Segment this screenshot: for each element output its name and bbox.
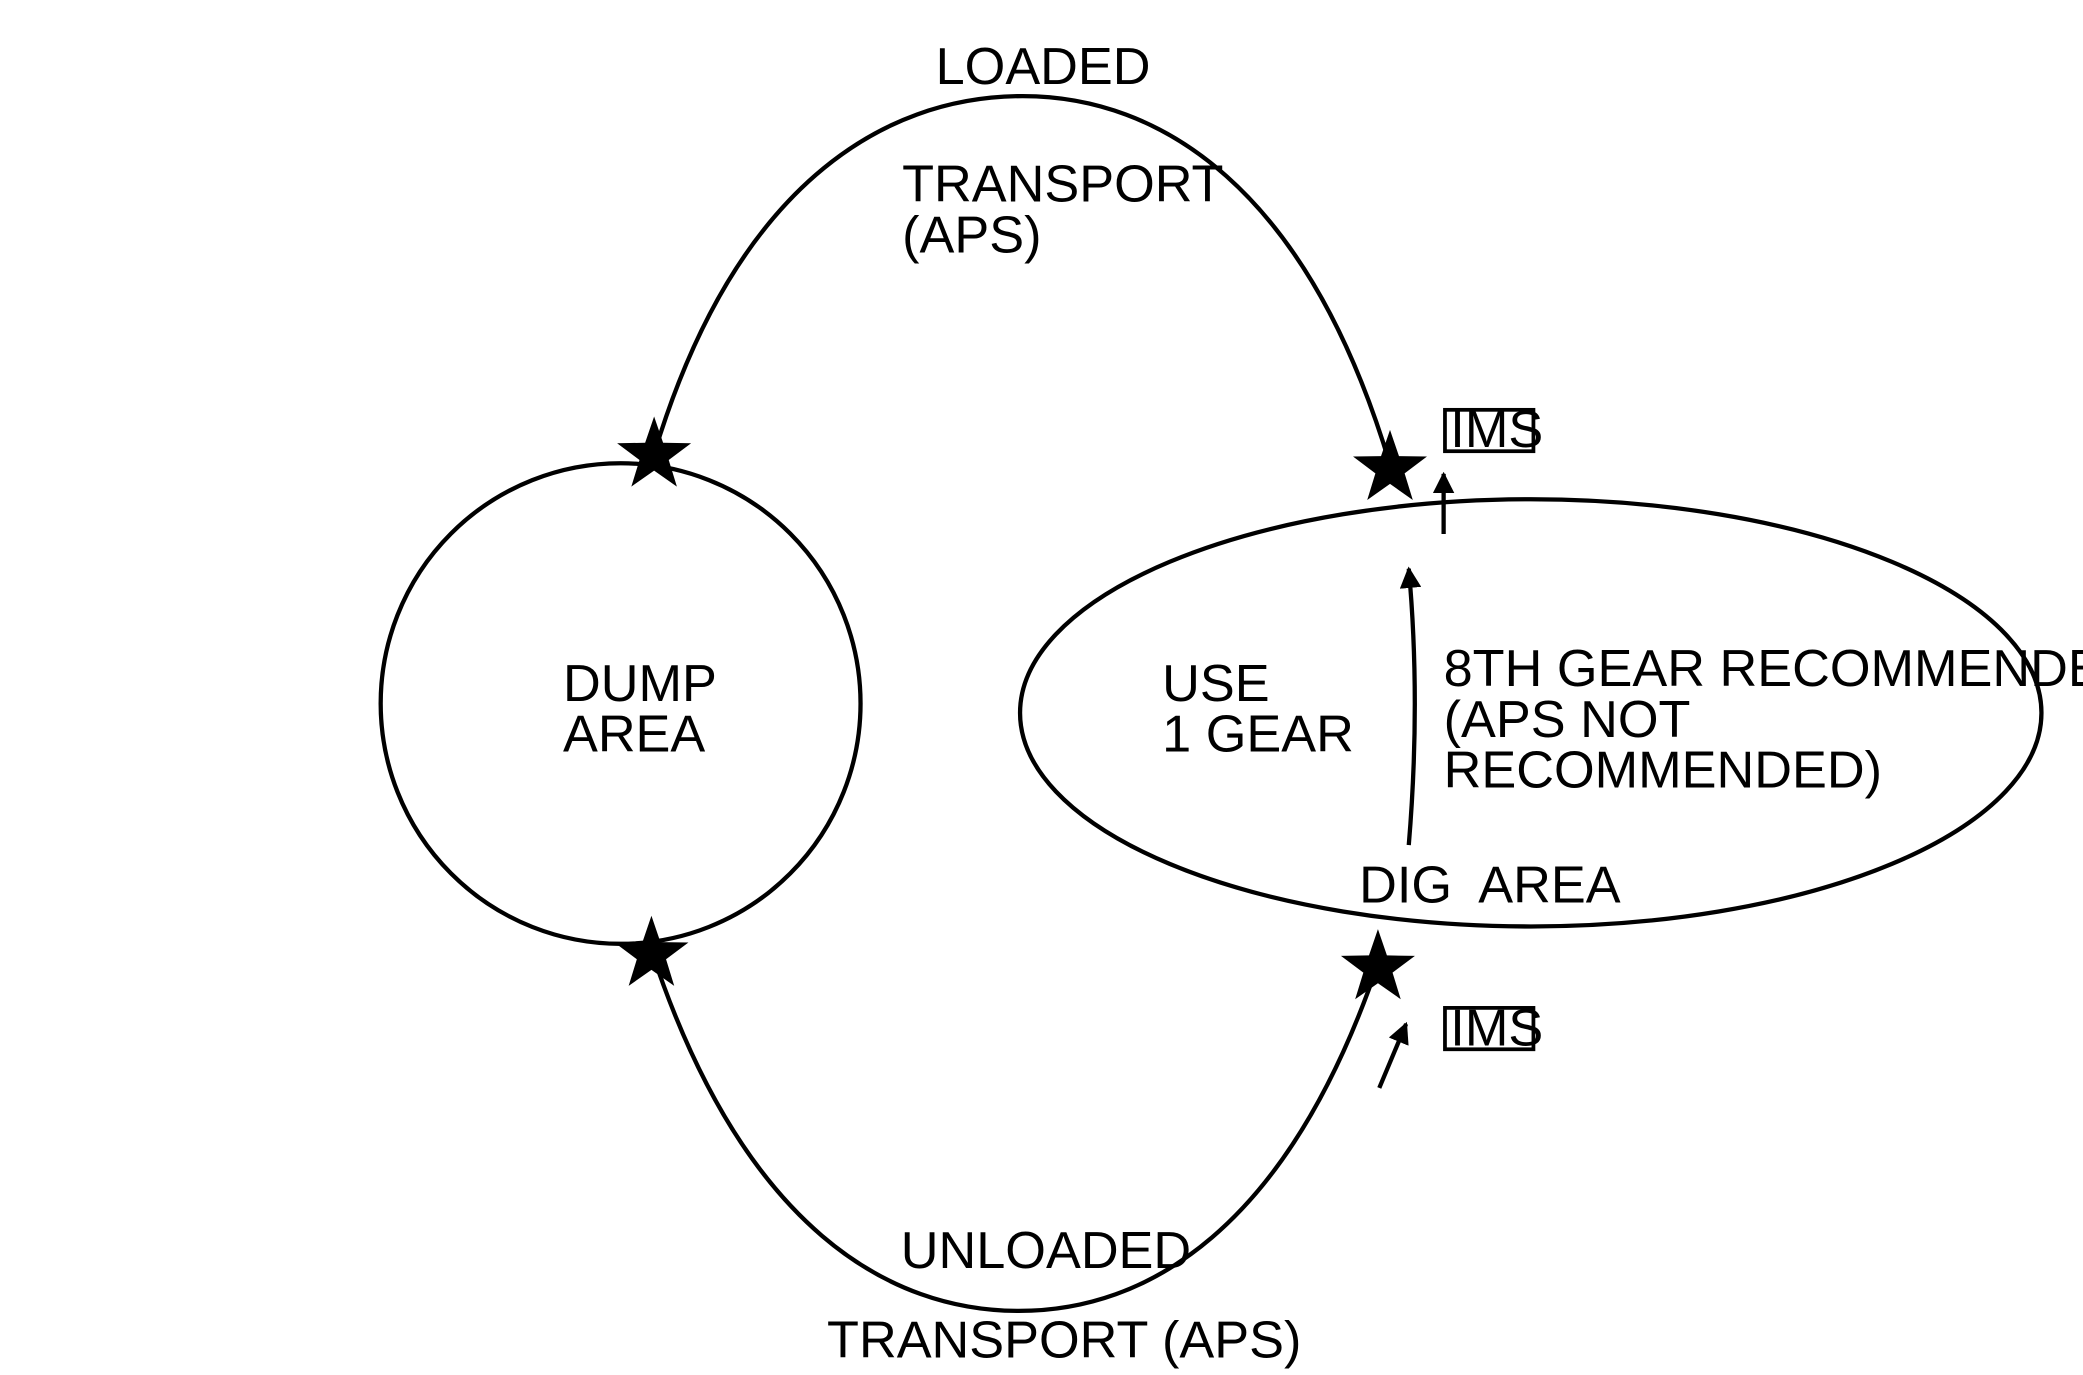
unloaded-transport-label: TRANSPORT (APS) [827,1312,1301,1370]
stars [614,416,1428,1000]
gear-recommendation-line2: (APS NOT [1444,691,1691,749]
ims-bottom-arrow-icon [1377,1021,1409,1089]
dump-area-label-line2: AREA [563,706,706,764]
gear-shift-arrow-icon [1399,566,1422,846]
loaded-transport-arc [652,93,1393,466]
ims-bottom-label: IMS [1450,999,1543,1057]
gear-recommendation-line3: RECOMMENDED) [1444,742,1882,800]
ims-top: IMS [1432,401,1543,534]
unloaded-path: UNLOADED TRANSPORT (APS) [649,949,1380,1370]
ims-bottom-box [1443,1006,1536,1052]
star-icon [1340,929,1415,1000]
star-icon [614,915,689,986]
star-icon [617,416,692,487]
dump-area-label-line1: DUMP [563,655,717,713]
gear-recommendation-line1: 8TH GEAR RECOMMENDED [1444,640,2083,698]
dig-area-ellipse [1017,497,2044,929]
loaded-transport-line2: (APS) [902,206,1041,264]
ims-bottom: IMS [1377,999,1543,1089]
unloaded-label: UNLOADED [901,1222,1191,1280]
use-gear-line1: USE [1162,655,1269,713]
loaded-transport-line1: TRANSPORT [902,156,1223,214]
dig-area-label: DIG AREA [1359,857,1621,915]
dig-area: USE 1 GEAR 8TH GEAR RECOMMENDED (APS NOT… [1017,497,2083,929]
loaded-label: LOADED [936,38,1151,96]
ims-top-box [1443,407,1536,454]
star-icon [1353,429,1428,500]
ims-top-label: IMS [1450,401,1543,459]
dump-area: DUMP AREA [378,461,863,946]
use-gear-line2: 1 GEAR [1162,706,1354,764]
loaded-path: LOADED TRANSPORT (APS) [652,38,1393,466]
unloaded-transport-arc [649,949,1380,1314]
